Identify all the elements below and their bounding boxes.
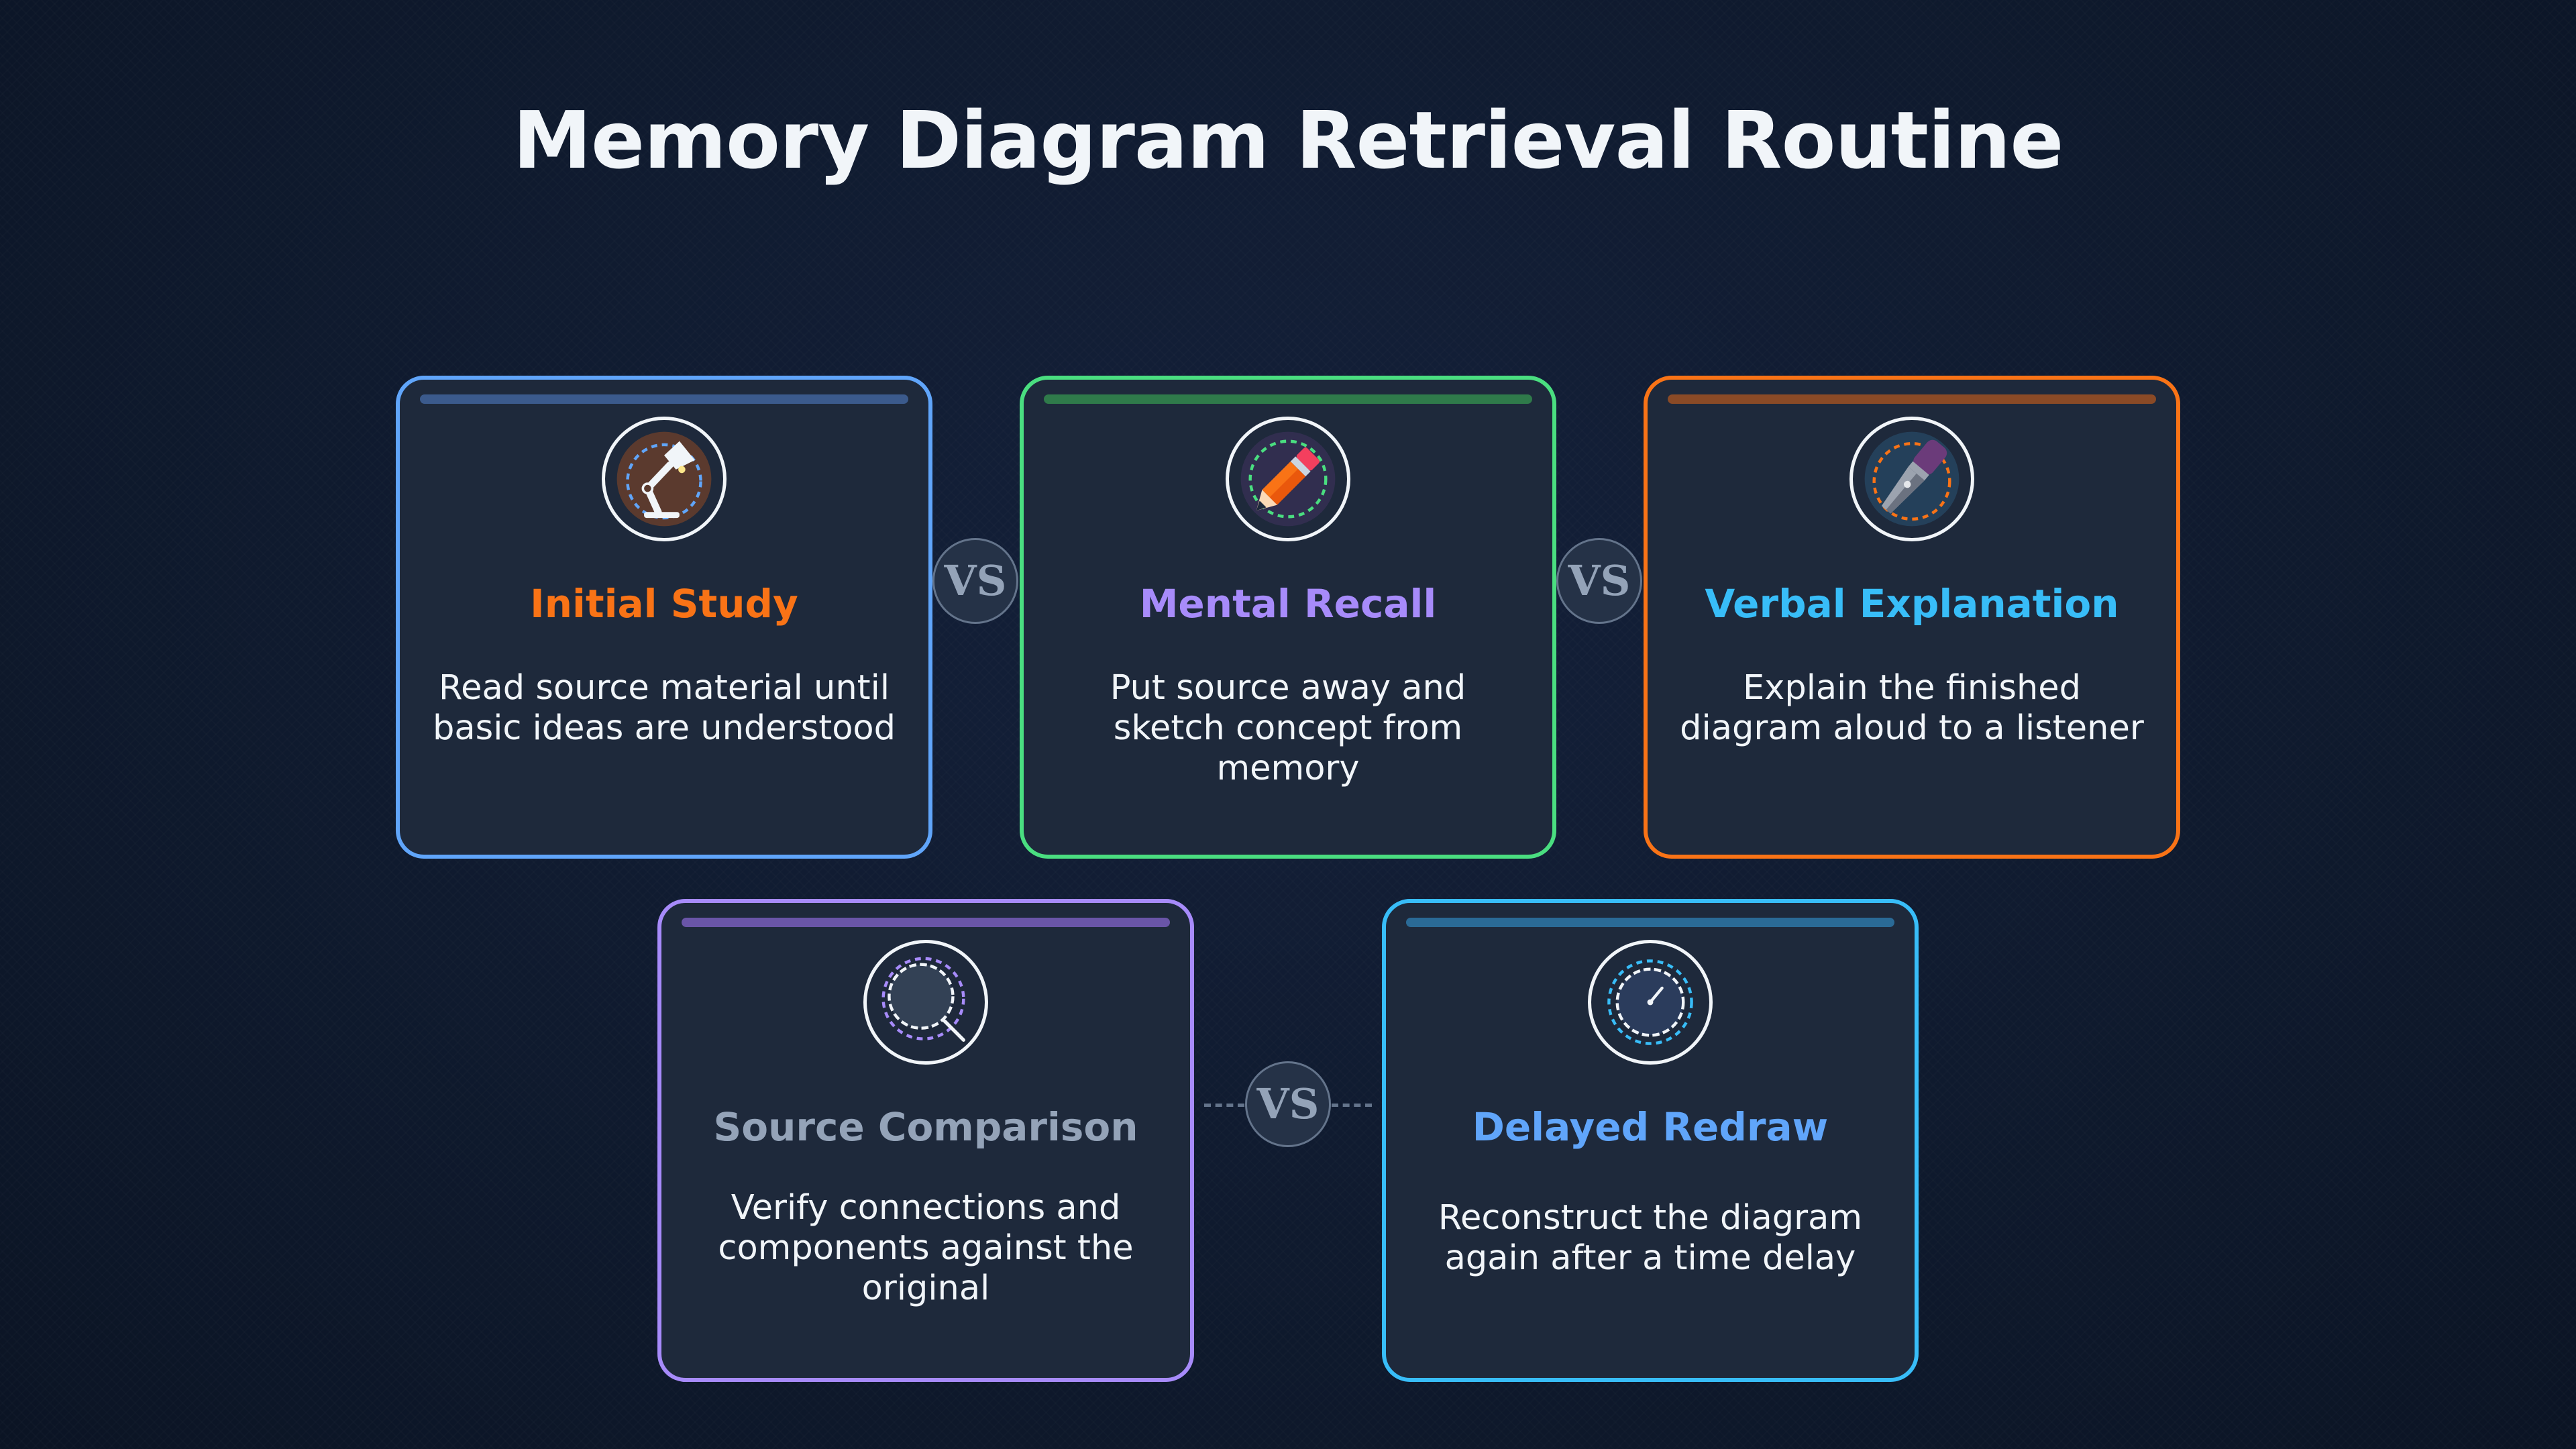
step-card-initial-study: Initial Study Read source material until… [396,376,932,859]
card-description: Explain the finished diagram aloud to a … [1680,668,2144,748]
clock-icon [1588,940,1713,1065]
card-accent-bar [420,394,908,404]
card-description: Verify connections and components agains… [718,1188,1134,1308]
card-description: Read source material until basic ideas a… [433,668,896,748]
step-card-source-comparison: Source Comparison Verify connections and… [657,899,1194,1382]
pencil-icon [1226,417,1350,541]
connector-dash [1332,1104,1372,1107]
magnifier-icon [863,940,988,1065]
connector-dash [1204,1104,1244,1107]
step-card-mental-recall: Mental Recall Put source away and sketch… [1020,376,1556,859]
desk-lamp-icon [602,417,727,541]
card-title: Initial Study [530,581,798,627]
card-accent-bar [1044,394,1532,404]
card-accent-bar [1668,394,2156,404]
card-title: Source Comparison [713,1104,1138,1150]
vs-connector: VS [932,538,1018,624]
card-title: Verbal Explanation [1705,581,2119,627]
card-title: Delayed Redraw [1472,1104,1829,1150]
card-title: Mental Recall [1139,581,1437,627]
vs-connector: VS [1245,1061,1331,1147]
vs-connector: VS [1556,538,1642,624]
card-description: Reconstruct the diagram again after a ti… [1438,1198,1863,1278]
microphone-icon [1849,417,1974,541]
step-card-delayed-redraw: Delayed Redraw Reconstruct the diagram a… [1382,899,1919,1382]
card-description: Put source away and sketch concept from … [1110,668,1466,788]
card-accent-bar [1406,918,1894,927]
step-card-verbal-explanation: Verbal Explanation Explain the finished … [1644,376,2180,859]
card-accent-bar [682,918,1170,927]
page-title: Memory Diagram Retrieval Routine [513,94,2064,186]
